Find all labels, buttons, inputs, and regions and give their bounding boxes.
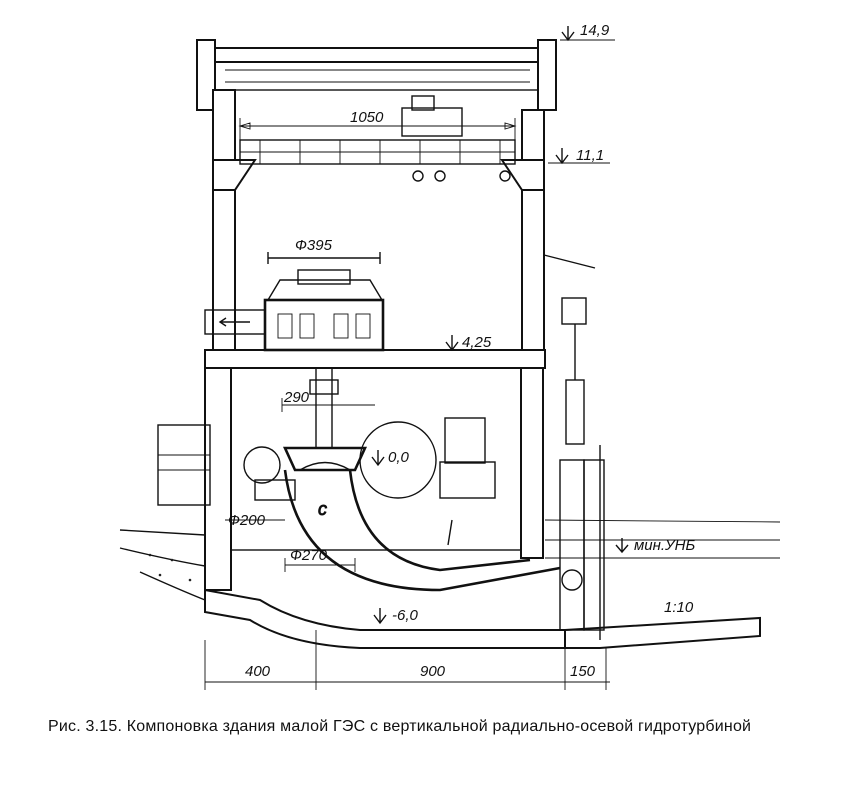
generator-diameter-label: Ф395	[295, 237, 333, 254]
elevation-mark-bottom: -6,0	[373, 607, 419, 625]
draft-diameter-dim: Ф270	[284, 547, 356, 572]
dim-right-label: 150	[570, 663, 596, 680]
bottom-dimension-line: 400 900 150	[204, 630, 610, 690]
tailwater-mark: мин.УНБ	[544, 519, 781, 559]
shaft-dimension-label: 290	[283, 389, 310, 406]
gate-hoist	[543, 254, 605, 640]
crane-span-dimension: 1050	[238, 109, 517, 140]
slope-label: 1:10	[664, 599, 694, 616]
svg-text:c: c	[318, 499, 327, 519]
auxiliary-equipment	[439, 417, 496, 546]
turbine-runner: c	[243, 421, 437, 519]
figure-caption: Рис. 3.15. Компоновка здания малой ГЭС с…	[48, 718, 752, 735]
elevation-top-label: 14,9	[580, 22, 610, 39]
elevation-mark-floor: 4,25	[445, 334, 492, 352]
elevation-crane-label: 11,1	[576, 147, 604, 164]
elevation-turbine-label: 0,0	[388, 449, 410, 466]
overhead-crane	[239, 95, 516, 182]
turbine-shaft: 290	[281, 367, 375, 449]
elevation-mark-turbine: 0,0	[371, 449, 410, 467]
dim-left-label: 400	[245, 663, 271, 680]
inlet-pipes	[157, 424, 211, 506]
elevation-bottom-label: -6,0	[392, 607, 419, 624]
draft-diameter-label: Ф270	[290, 547, 328, 564]
slope-indicator: 1:10	[664, 599, 694, 616]
tailwater-label: мин.УНБ	[634, 537, 695, 554]
elevation-mark-top: 14,9	[560, 22, 615, 42]
elevation-mark-crane: 11,1	[548, 147, 610, 165]
runner-diameter-dim: Ф200	[225, 512, 285, 529]
crane-span-label: 1050	[350, 109, 384, 126]
hydropower-plant-section-drawing: 1050 14,9 11,1 4,25 0,0 -6,0 мин.УНБ Ф39…	[119, 22, 781, 690]
dim-mid-label: 900	[420, 663, 446, 680]
building-shell	[196, 39, 761, 649]
elevation-floor-label: 4,25	[462, 334, 492, 351]
generator: Ф395	[204, 237, 385, 352]
runner-diameter-label: Ф200	[228, 512, 266, 529]
left-embankment	[119, 529, 206, 601]
